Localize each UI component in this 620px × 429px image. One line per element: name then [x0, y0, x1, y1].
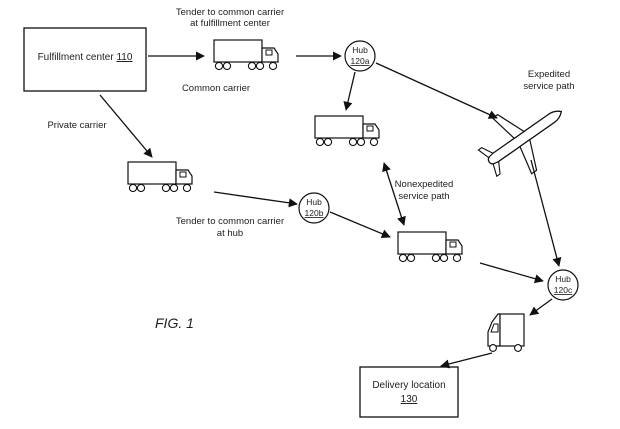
hub-120a-label: Hub	[352, 45, 368, 55]
arrow-van-to-delivery	[440, 352, 493, 369]
truck-icon	[127, 161, 193, 193]
nonexpedited-label-line2: service path	[398, 191, 449, 202]
truck-icon	[213, 39, 279, 71]
tender-hub-label-line1: Tender to common carrier	[176, 216, 284, 227]
arrow-hub-120a-to-airplane	[375, 62, 498, 119]
arrow-hub-120c-to-van	[529, 298, 553, 316]
common-carrier-label: Common carrier	[182, 83, 250, 94]
hub-120c-label: Hub	[555, 274, 571, 284]
tender-fc-label-line2: at fulfillment center	[190, 18, 270, 29]
delivery-location-label: Delivery location	[372, 380, 445, 391]
delivery-location-box: Delivery location 130	[359, 366, 459, 418]
hub-120c: Hub 120c	[547, 269, 579, 301]
truck-icon	[397, 231, 463, 263]
arrow-hub-120b-to-truck	[329, 211, 391, 239]
private-carrier-label: Private carrier	[47, 120, 106, 131]
delivery-van-icon	[487, 313, 525, 352]
fulfillment-center-box: Fulfillment center 110	[23, 27, 147, 92]
expedited-label-line2: service path	[523, 81, 574, 92]
arrow-truck-to-hub-120c	[479, 262, 544, 284]
hub-120a: Hub 120a	[344, 40, 376, 72]
delivery-location-ref: 130	[401, 394, 418, 405]
tender-fc-label-line1: Tender to common carrier	[176, 7, 284, 18]
hub-120b-label: Hub	[306, 197, 322, 207]
airplane-icon	[477, 110, 563, 178]
arrow-truck-to-hub-120b	[213, 191, 298, 208]
arrow-nonexpedited-path	[382, 162, 406, 226]
nonexpedited-label-line1: Nonexpedited	[395, 179, 454, 190]
hub-120a-ref: 120a	[351, 56, 370, 66]
arrow-hub-120a-to-truck	[343, 71, 356, 111]
figure-label: FIG. 1	[155, 315, 194, 331]
hub-120c-ref: 120c	[554, 285, 573, 295]
tender-hub-label-line2: at hub	[217, 228, 243, 239]
hub-120b: Hub 120b	[298, 192, 330, 224]
arrow-fc-to-private-truck	[99, 94, 153, 158]
arrow-airplane-to-hub-120c	[530, 159, 562, 267]
expedited-label-line1: Expedited	[528, 69, 570, 80]
hub-120b-ref: 120b	[305, 208, 324, 218]
fulfillment-center-label: Fulfillment center 110	[38, 52, 133, 63]
truck-icon	[314, 115, 380, 147]
connection-arrows	[99, 51, 562, 369]
